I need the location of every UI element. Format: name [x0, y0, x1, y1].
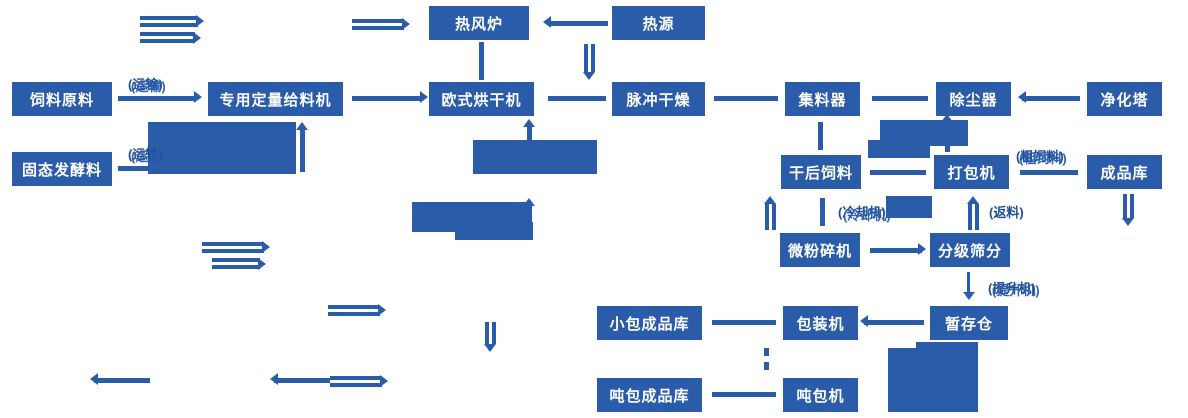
connector-double-line — [212, 258, 260, 269]
node-dust-remover[interactable]: 除尘器 — [936, 82, 1011, 116]
label-cooler: (冷却机) — [838, 205, 886, 220]
connector-double-line — [328, 305, 380, 316]
connector-screen-to-silo — [967, 272, 970, 298]
node-dried-feed[interactable]: 干后饲料 — [781, 155, 861, 189]
connector-double-line — [140, 16, 198, 27]
arrowhead-up-icon — [296, 122, 308, 130]
connector-heatsource-to-furnace — [548, 21, 608, 26]
label-elevator: (提升机) — [988, 281, 1036, 296]
node-product-warehouse[interactable]: 成品库 — [1087, 155, 1162, 189]
connector-screen-to-baler — [967, 196, 979, 230]
connector-collector-to-driedfeed — [818, 122, 823, 150]
node-micro-crusher[interactable]: 微粉碎机 — [780, 233, 860, 267]
arrowhead-right-icon — [194, 91, 202, 103]
connector-dust-to-tower — [1022, 96, 1080, 101]
label-return-material: (返料) — [989, 205, 1024, 220]
connector-double-line — [352, 19, 404, 30]
connector-double-line — [140, 32, 195, 43]
label-cooler-ghost: (冷却机) — [843, 208, 891, 223]
arrowhead-up-icon — [523, 119, 535, 127]
arrowhead-right-icon — [378, 304, 386, 316]
arrowhead-up-icon — [523, 198, 535, 206]
node-hot-air-furnace[interactable]: 热风炉 — [429, 6, 529, 40]
connector-left-arrow-line — [94, 378, 150, 383]
connector-furnace-to-dryer — [479, 42, 484, 80]
connector-vertical — [820, 198, 825, 226]
arrowhead-right-icon — [258, 258, 266, 270]
node-ton-pack-store[interactable]: 吨包成品库 — [597, 378, 702, 412]
connector-dash — [764, 348, 769, 356]
arrowhead-right-icon — [918, 243, 926, 255]
arrowhead-right-icon — [402, 18, 410, 30]
node-purify-tower[interactable]: 净化塔 — [1087, 82, 1162, 116]
node-collector[interactable]: 集料器 — [785, 82, 860, 116]
connector-baler-to-warehouse — [1020, 170, 1078, 175]
node-baler[interactable]: 打包机 — [934, 155, 1009, 189]
connector-left-arrow-line — [274, 378, 330, 383]
node-solid-ferment[interactable]: 固态发酵料 — [12, 152, 112, 186]
artifact-block — [148, 122, 296, 174]
connector-dryer-to-pulse — [548, 96, 606, 101]
label-transport-top-ghost: (运输) — [131, 79, 166, 94]
node-small-pack-store[interactable]: 小包成品库 — [597, 306, 702, 340]
arrowhead-right-icon — [420, 91, 428, 103]
connector-up-shaft — [527, 204, 532, 238]
node-grading-screen[interactable]: 分级筛分 — [930, 233, 1010, 267]
connector-crusher-to-screen — [870, 248, 922, 253]
node-packing-machine[interactable]: 包装机 — [783, 306, 858, 340]
arrowhead-right-icon — [196, 15, 204, 27]
connector-up-shaft — [527, 126, 532, 170]
node-euro-dryer[interactable]: 欧式烘干机 — [429, 82, 534, 116]
arrowhead-left-icon — [543, 16, 551, 28]
artifact-block — [886, 196, 932, 218]
arrowhead-left-icon — [90, 373, 98, 385]
connector-collector-to-dust — [872, 96, 928, 101]
node-raw-feed[interactable]: 饲料原料 — [12, 82, 112, 116]
connector-up-shaft — [945, 120, 950, 152]
arrowhead-left-icon — [270, 373, 278, 385]
label-transport-mid-ghost: (运输) — [131, 149, 166, 164]
arrowhead-left-icon — [860, 315, 868, 327]
node-buffer-silo[interactable]: 暂存仓 — [930, 306, 1008, 340]
artifact-block — [455, 222, 533, 240]
connector-crusher-to-driedfeed — [764, 196, 776, 230]
arrowhead-up-icon — [941, 114, 953, 122]
connector-packing-to-smallstore — [712, 320, 776, 325]
arrowhead-right-icon — [193, 32, 201, 44]
arrowhead-right-icon — [262, 241, 270, 253]
connector-silo-to-packing — [864, 320, 924, 325]
connector-rawfeed-to-feeder — [118, 96, 196, 101]
connector-pulse-to-collector — [714, 96, 778, 101]
connector-feeder-to-dryer — [352, 96, 422, 101]
label-coarse-feed-ghost: (粗饲料) — [1019, 151, 1067, 166]
connector-up-shaft — [300, 130, 305, 172]
arrowhead-left-icon — [1018, 91, 1026, 103]
arrowhead-right-icon — [380, 375, 388, 387]
connector-dash — [764, 362, 769, 370]
artifact-block — [473, 140, 597, 174]
connector-warehouse-down — [1122, 194, 1134, 226]
artifact-block — [868, 140, 930, 158]
connector-heatsource-to-pulse — [583, 44, 595, 80]
label-transport-mid: (运输) — [128, 147, 163, 162]
node-pulse-drying[interactable]: 脉冲干燥 — [612, 82, 705, 116]
node-ton-bagger[interactable]: 吨包机 — [783, 378, 858, 412]
connector-driedfeed-to-baler — [870, 170, 926, 175]
artifact-block — [888, 348, 978, 412]
connector-tonbagger-to-tonstore — [712, 392, 776, 397]
arrowhead-down-icon — [963, 292, 975, 300]
connector-vertical-double — [484, 322, 496, 352]
artifact-block — [916, 342, 978, 358]
connector-double-line — [330, 376, 382, 387]
node-heat-source[interactable]: 热源 — [612, 6, 705, 40]
node-quantitative-feeder[interactable]: 专用定量给料机 — [208, 82, 343, 116]
label-coarse-feed: (粗饲料) — [1016, 149, 1064, 164]
label-transport-top: (运输) — [128, 77, 163, 92]
label-elevator-ghost: (提升机) — [992, 283, 1040, 298]
connector-double-line — [202, 242, 264, 253]
